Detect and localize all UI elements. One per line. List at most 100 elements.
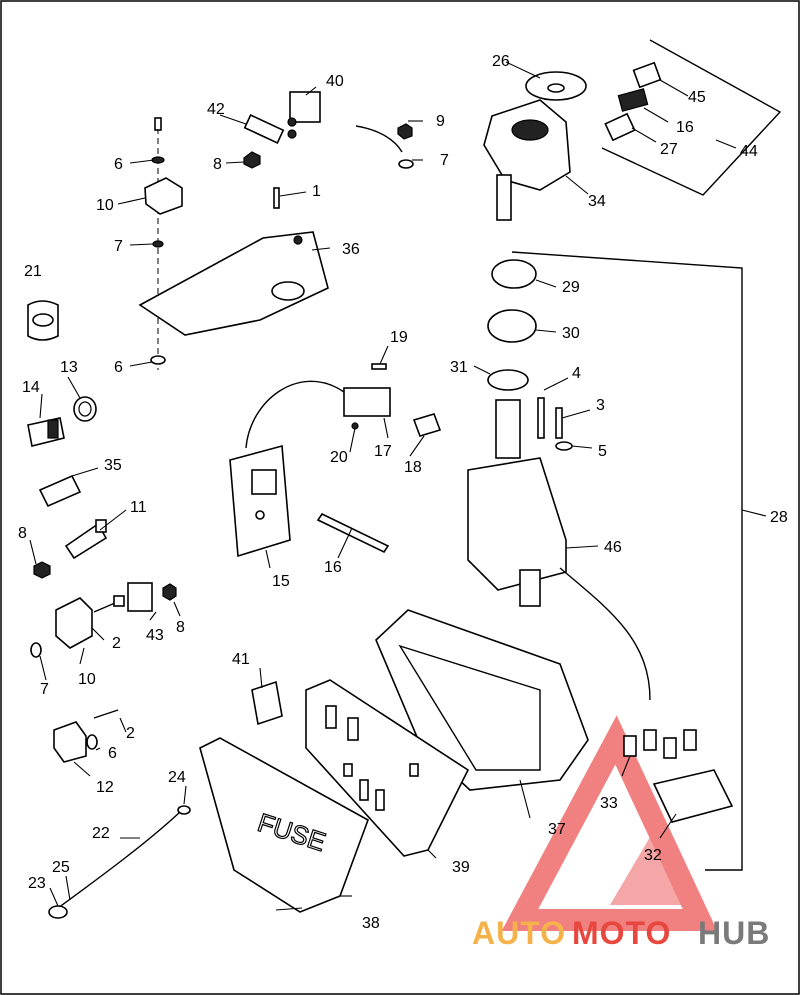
switch-barrel (495, 399, 521, 459)
label-4: 4 (572, 365, 581, 382)
module-harness (245, 380, 345, 449)
watermark-logo (501, 715, 718, 931)
boot-inner (398, 644, 541, 771)
label-32: 32 (644, 847, 662, 864)
ground-strap-22 (57, 811, 181, 909)
bracket-hole (271, 281, 305, 301)
label-15: 15 (272, 573, 290, 590)
pin-1 (273, 187, 280, 209)
label-1: 1 (312, 183, 321, 200)
label-21: 21 (24, 263, 42, 280)
oring-inner (78, 401, 92, 417)
label-9: 9 (436, 113, 445, 130)
label-33: 33 (600, 795, 618, 812)
terminal-33b (643, 729, 657, 751)
label-14: 14 (22, 379, 40, 396)
terminal-33d (683, 729, 697, 751)
switch-housing-34 (483, 99, 571, 191)
key-16 (617, 88, 649, 112)
terminal-33a (623, 735, 637, 757)
label-6a: 6 (114, 156, 123, 173)
label-41: 41 (232, 651, 250, 668)
key-slot (511, 119, 549, 141)
terminal-b (287, 129, 297, 139)
label-36: 36 (342, 241, 360, 258)
washer-7c (30, 642, 42, 658)
nut-9 (397, 123, 413, 140)
label-43: 43 (146, 627, 164, 644)
label-24: 24 (168, 769, 186, 786)
watermark-hub: HUB (698, 915, 770, 951)
module-hole (255, 510, 265, 520)
bracket-hole-small (293, 235, 303, 245)
washer-7 (398, 159, 414, 169)
label-6b: 6 (114, 359, 123, 376)
label-29: 29 (562, 279, 580, 296)
mounting-bracket-36 (138, 231, 329, 336)
clip-10a (144, 177, 183, 215)
part-19 (371, 363, 387, 370)
label-10a: 10 (96, 197, 114, 214)
key-45 (632, 61, 662, 89)
module-15 (229, 444, 291, 558)
label-18: 18 (404, 459, 422, 476)
watermark-text: AUTO MOTO HUB (472, 915, 770, 951)
screw-2b (93, 709, 119, 719)
label-2b: 2 (126, 725, 135, 742)
sensor-35 (38, 474, 82, 508)
connector-32 (652, 769, 734, 823)
label-46: 46 (604, 539, 622, 556)
label-7b: 7 (114, 238, 123, 255)
collar-30 (487, 309, 537, 343)
module-button (251, 469, 277, 495)
circuit-breaker-40 (289, 91, 321, 123)
label-39: 39 (452, 859, 470, 876)
clip-18 (412, 413, 442, 437)
switch-shaft (496, 174, 512, 221)
label-7a: 7 (440, 152, 449, 169)
label-23: 23 (28, 875, 46, 892)
switch-harness (559, 567, 651, 701)
fuse-slot-a (325, 705, 337, 729)
fuse-slot-e (375, 789, 385, 811)
nut-29 (491, 259, 537, 289)
connector-face (32, 313, 54, 327)
label-3: 3 (596, 397, 605, 414)
screw-3 (555, 407, 563, 439)
label-17: 17 (374, 443, 392, 460)
relay-43 (127, 582, 153, 612)
nut-8b (33, 561, 51, 579)
label-40: 40 (326, 73, 344, 90)
label-45: 45 (688, 89, 706, 106)
label-34: 34 (588, 193, 606, 210)
label-8c: 8 (176, 619, 185, 636)
terminal-a (287, 117, 297, 127)
connector-17 (343, 387, 391, 417)
switch-post (519, 569, 541, 607)
leader-lines (29, 61, 767, 911)
gasket-hole (547, 83, 565, 93)
ring-31 (487, 369, 529, 391)
terminal-24 (177, 805, 191, 815)
label-22: 22 (92, 825, 110, 842)
fuse-slot-c (343, 763, 353, 777)
assembly-bracket-28 (511, 251, 743, 871)
key-27 (604, 112, 636, 142)
terminal-23 (48, 905, 68, 919)
label-42: 42 (207, 101, 225, 118)
label-19: 19 (390, 329, 408, 346)
label-6c: 6 (108, 745, 117, 762)
label-28: 28 (770, 509, 788, 526)
washer-5 (555, 441, 573, 451)
washer-6c (86, 734, 98, 750)
fuse-slot-d (359, 779, 369, 801)
label-8a: 8 (213, 156, 222, 173)
logo-inner-triangle (610, 820, 700, 905)
label-30: 30 (562, 325, 580, 342)
key-group-bracket-44 (601, 39, 782, 196)
washer-6b (150, 355, 166, 365)
label-27: 27 (660, 141, 678, 158)
